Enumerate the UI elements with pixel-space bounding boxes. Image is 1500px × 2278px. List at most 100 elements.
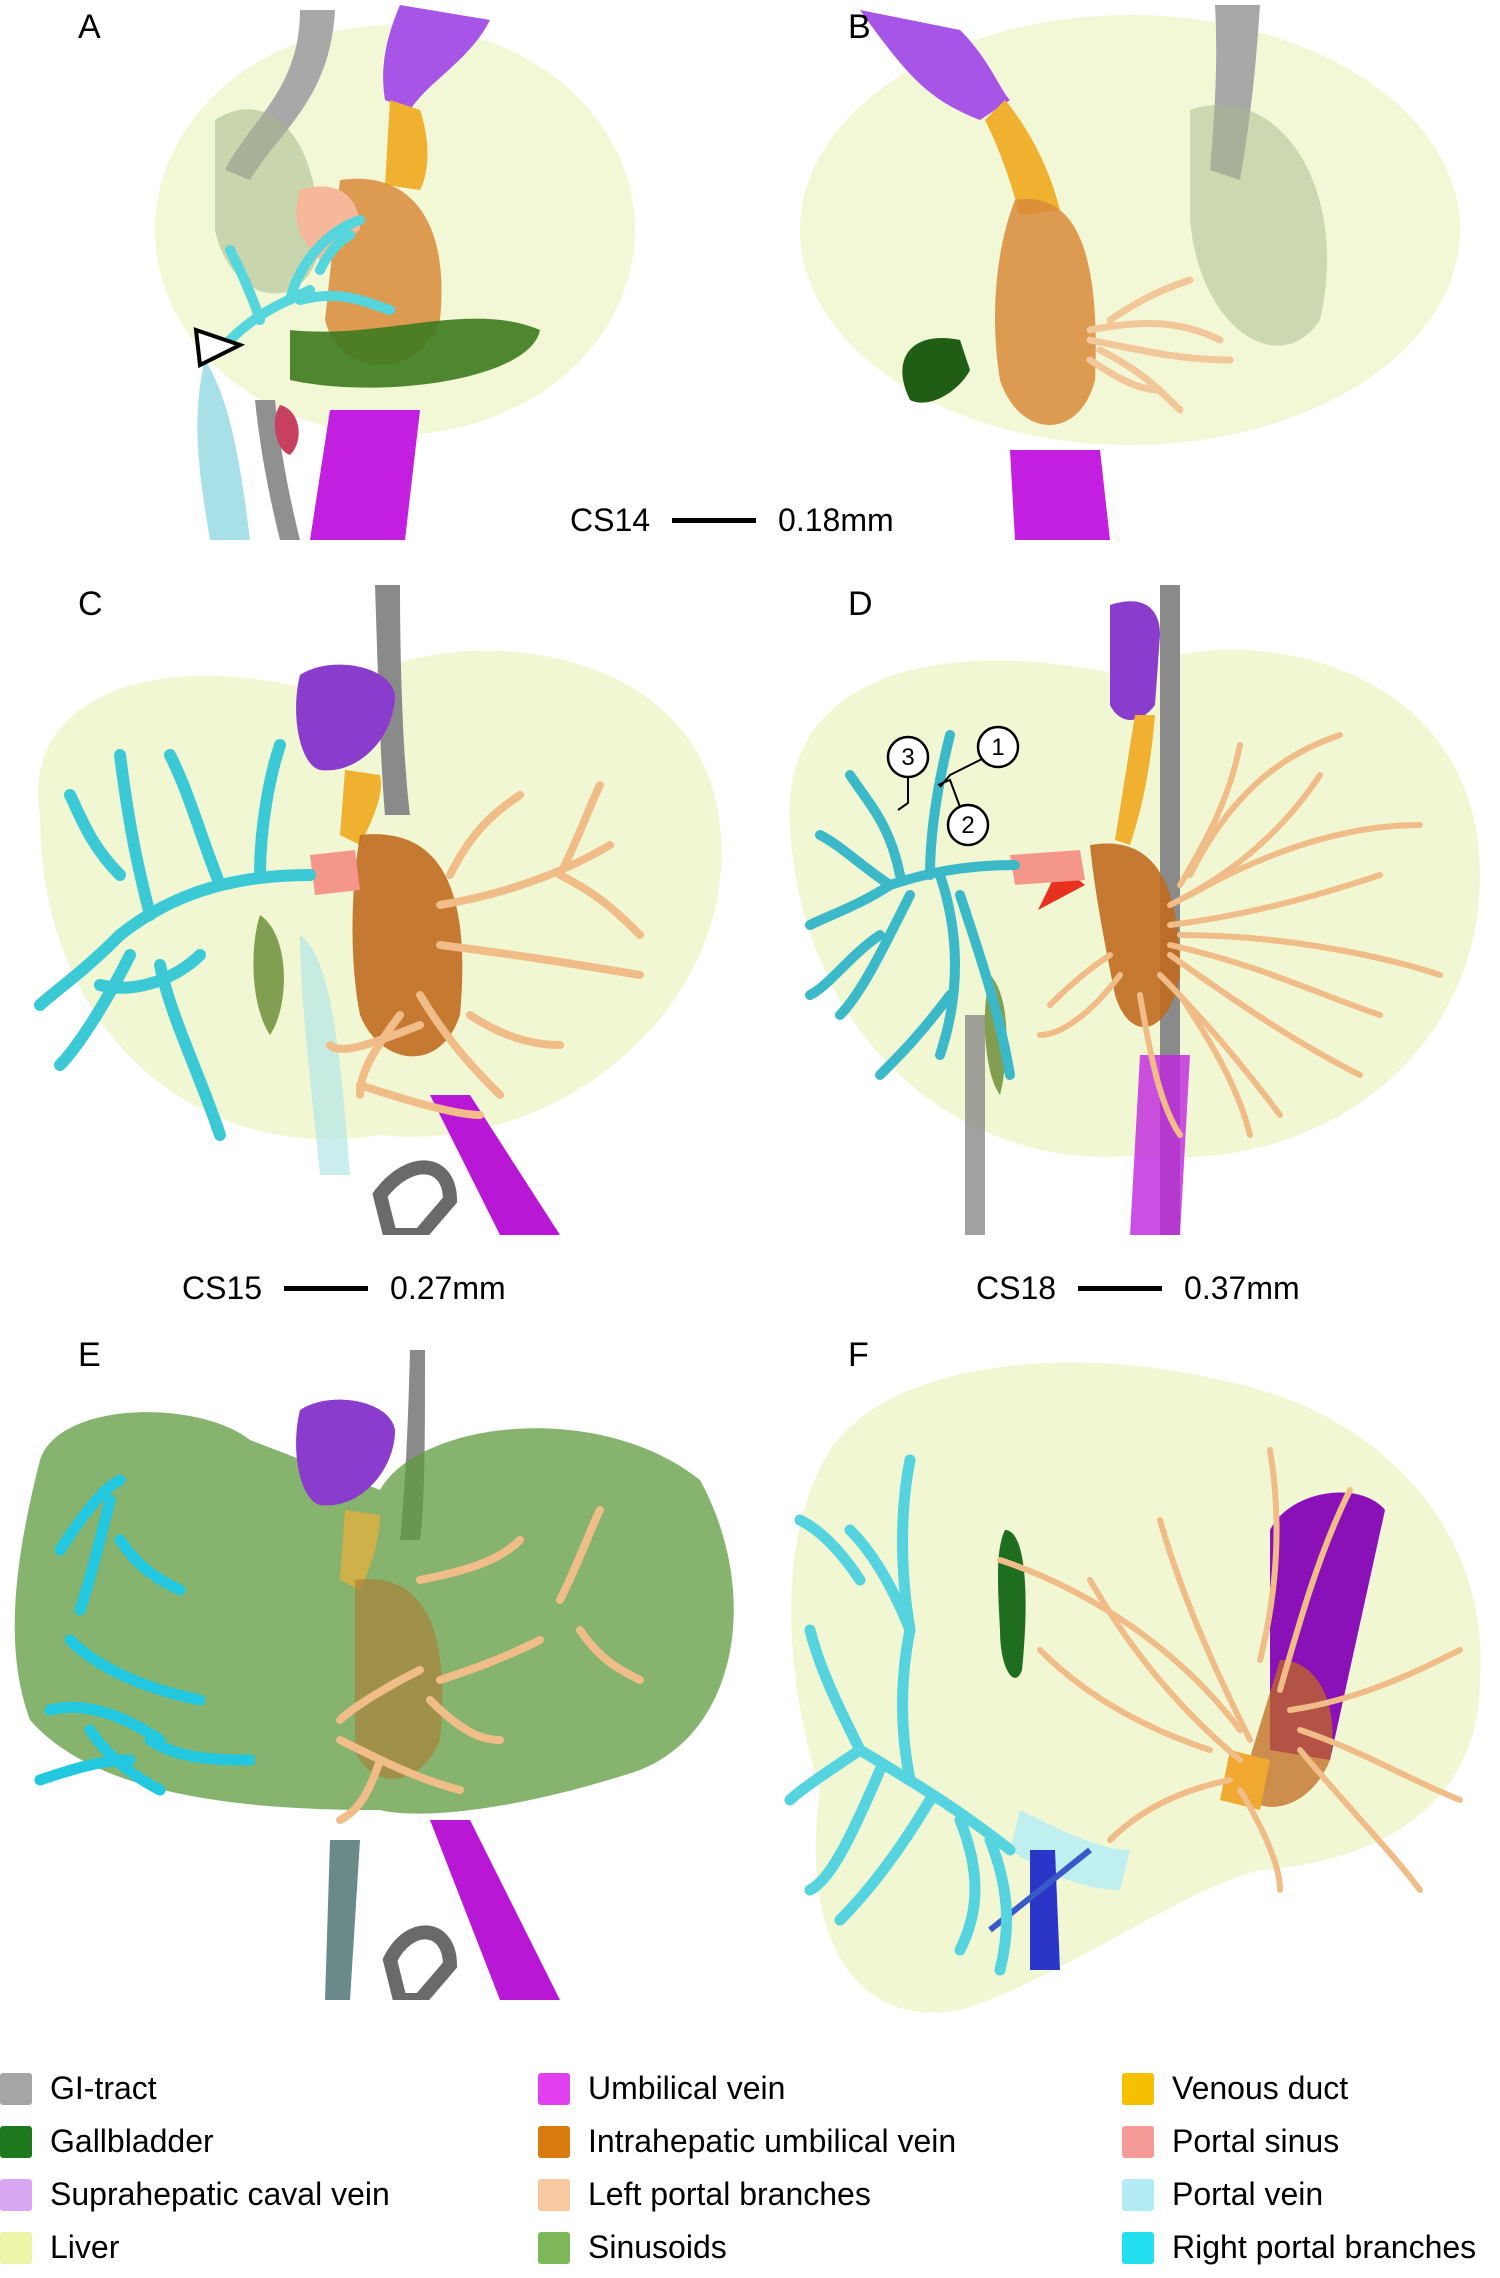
legend-label: Portal vein bbox=[1172, 2176, 1324, 2212]
panel-a-rendering bbox=[155, 5, 635, 540]
legend-item-left-portal-branches: Left portal branches bbox=[538, 2176, 871, 2213]
legend-label: Suprahepatic caval vein bbox=[50, 2176, 390, 2212]
legend-label: Left portal branches bbox=[588, 2176, 871, 2212]
intrahepatic-umbilical-vein bbox=[995, 199, 1096, 425]
scalebar-stage: CS14 bbox=[570, 502, 651, 538]
venous-duct bbox=[340, 770, 381, 845]
panel-d-rendering: 1 2 3 bbox=[789, 585, 1480, 1235]
umbilical-vein bbox=[430, 1095, 560, 1235]
panel-e: E bbox=[0, 1340, 760, 2000]
venous-duct bbox=[1220, 1750, 1270, 1810]
arrowhead-marker bbox=[193, 327, 246, 369]
legend-item-right-portal-branches: Right portal branches bbox=[1122, 2229, 1476, 2266]
gi-tract-lower bbox=[965, 1015, 985, 1235]
legend-item-gi-tract: GI-tract bbox=[0, 2070, 157, 2107]
legend-swatch bbox=[0, 2178, 32, 2211]
panel-d: 1 2 3 D bbox=[760, 575, 1500, 1235]
vessel-stub bbox=[274, 405, 299, 455]
legend-swatch bbox=[1122, 2072, 1154, 2105]
umbilical-vein bbox=[430, 1820, 560, 2000]
suprahepatic-caval-vein bbox=[296, 664, 395, 771]
panel-a: A bbox=[0, 0, 760, 540]
panel-b-rendering bbox=[800, 5, 1460, 540]
right-portal-branches bbox=[34, 739, 316, 1141]
venous-duct bbox=[340, 1510, 380, 1590]
venous-duct bbox=[385, 100, 428, 190]
left-portal-branches bbox=[326, 781, 644, 1119]
portal-vein bbox=[1010, 1810, 1130, 1890]
left-portal-branches bbox=[1086, 276, 1234, 414]
callouts bbox=[886, 725, 1020, 847]
suprahepatic-caval-vein bbox=[383, 5, 490, 110]
blue-vessel bbox=[1030, 1850, 1060, 1970]
legend-item-umbilical-vein: Umbilical vein bbox=[538, 2070, 785, 2107]
sinusoids bbox=[1190, 105, 1328, 346]
legend-item-suprahepatic-caval-vein: Suprahepatic caval vein bbox=[0, 2176, 390, 2213]
scalebar-cs15: CS15 0.27mm bbox=[182, 1270, 506, 1307]
panel-f: F bbox=[760, 1330, 1500, 2030]
scalebar-length: 0.18mm bbox=[778, 502, 894, 538]
scalebar-cs18: CS18 0.37mm bbox=[976, 1270, 1300, 1307]
panel-c: C bbox=[0, 575, 760, 1235]
scalebar-cs14: CS14 0.18mm bbox=[570, 502, 894, 539]
legend: GI-tract Gallbladder Suprahepatic caval … bbox=[0, 2070, 1500, 2278]
suprahepatic-caval-vein bbox=[296, 1399, 395, 1506]
callout-label-2: 2 bbox=[961, 812, 974, 839]
legend-label: Liver bbox=[50, 2229, 120, 2265]
left-portal-branches bbox=[336, 1506, 644, 1824]
panel-letter: E bbox=[78, 1340, 101, 1374]
callout-label-3: 3 bbox=[901, 744, 914, 771]
gi-tract-lower bbox=[255, 400, 300, 540]
legend-item-liver: Liver bbox=[0, 2229, 119, 2266]
legend-swatch bbox=[538, 2231, 570, 2264]
panel-e-rendering bbox=[14, 1350, 734, 2000]
callout-leaders bbox=[897, 758, 983, 811]
suprahepatic-caval-vein bbox=[860, 10, 1010, 120]
legend-swatch bbox=[0, 2231, 32, 2264]
callout-label-1: 1 bbox=[991, 734, 1004, 761]
legend-swatch bbox=[1122, 2231, 1154, 2264]
legend-label: Portal sinus bbox=[1172, 2123, 1340, 2159]
venous-duct bbox=[985, 100, 1060, 215]
panel-f-rendering bbox=[784, 1362, 1481, 2013]
legend-item-gallbladder: Gallbladder bbox=[0, 2123, 214, 2160]
gallbladder bbox=[902, 338, 970, 403]
legend-label: Gallbladder bbox=[50, 2123, 214, 2159]
legend-label: Venous duct bbox=[1172, 2070, 1349, 2106]
legend-item-portal-sinus: Portal sinus bbox=[1122, 2123, 1339, 2160]
legend-item-intrahepatic-umbilical-vein: Intrahepatic umbilical vein bbox=[538, 2123, 956, 2160]
gallbladder bbox=[253, 915, 284, 1035]
scalebar-stage: CS15 bbox=[182, 1270, 263, 1306]
legend-swatch bbox=[1122, 2178, 1154, 2211]
legend-item-venous-duct: Venous duct bbox=[1122, 2070, 1348, 2107]
scalebar-stage: CS18 bbox=[976, 1270, 1057, 1306]
legend-label: Intrahepatic umbilical vein bbox=[588, 2123, 957, 2159]
right-portal-branches bbox=[225, 215, 395, 345]
legend-label: Umbilical vein bbox=[588, 2070, 786, 2106]
suprahepatic-caval-vein bbox=[1110, 601, 1160, 720]
umbilical-vein bbox=[1130, 1055, 1190, 1235]
legend-swatch bbox=[538, 2125, 570, 2158]
right-portal-branches bbox=[805, 730, 1020, 1080]
legend-swatch bbox=[1122, 2125, 1154, 2158]
right-portal-branches bbox=[784, 1454, 1016, 1976]
left-portal-branches bbox=[997, 1447, 1463, 1893]
scalebar-line bbox=[284, 1286, 369, 1291]
panel-b: B bbox=[760, 0, 1500, 540]
portal-vein bbox=[300, 935, 350, 1175]
callout-circle-2 bbox=[946, 803, 990, 847]
right-portal-branches bbox=[34, 1474, 256, 1796]
legend-swatch bbox=[538, 2072, 570, 2105]
intrahepatic-umbilical-vein bbox=[352, 834, 463, 1057]
legend-item-sinusoids: Sinusoids bbox=[538, 2229, 727, 2266]
callout-circle-1 bbox=[976, 725, 1020, 769]
scalebar-length: 0.27mm bbox=[390, 1270, 506, 1306]
legend-swatch bbox=[538, 2178, 570, 2211]
sinusoids bbox=[215, 109, 320, 294]
gallbladder bbox=[290, 318, 540, 388]
left-portal-branches bbox=[1037, 732, 1443, 1138]
panel-letter: B bbox=[848, 8, 871, 46]
venous-duct bbox=[1115, 715, 1155, 845]
gi-tract-loop bbox=[372, 1160, 458, 1235]
legend-swatch bbox=[0, 2125, 32, 2158]
